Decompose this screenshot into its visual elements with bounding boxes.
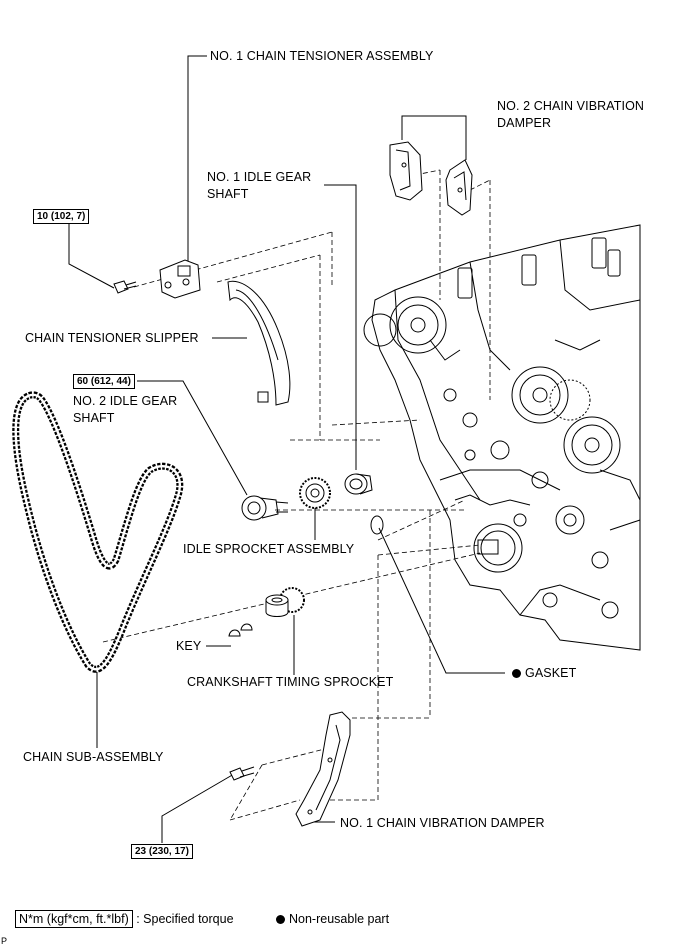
legend-specified-torque: N*m (kgf*cm, ft.*lbf) : Specified torque: [15, 910, 234, 928]
label-no2-idle-gear-shaft-line2: SHAFT: [73, 411, 115, 425]
label-no1-idle-gear-shaft-line2: SHAFT: [207, 187, 249, 201]
label-key: KEY: [176, 639, 202, 653]
label-idle-sprocket-assembly: IDLE SPROCKET ASSEMBLY: [183, 542, 355, 556]
damper-bolt-part: [229, 766, 255, 781]
torque-spec-tensioner: 10 (102, 7): [33, 209, 90, 224]
label-crankshaft-timing-sprocket: CRANKSHAFT TIMING SPROCKET: [187, 675, 394, 689]
label-gasket-text: GASKET: [525, 666, 577, 680]
chain-tensioner-slipper-part: [227, 280, 291, 406]
crankshaft-sprocket-part: [265, 587, 305, 617]
label-no2-chain-vibration-damper-line1: NO. 2 CHAIN VIBRATION: [497, 99, 645, 113]
torque-spec-idle-shaft: 60 (612, 44): [73, 374, 135, 389]
label-chain-sub-assembly: CHAIN SUB-ASSEMBLY: [23, 750, 164, 764]
no1-idle-gear-shaft-part: [344, 473, 373, 495]
leader-lines: [68, 55, 505, 843]
alignment-lines: [102, 169, 491, 821]
chain-tensioner-part: [159, 259, 201, 299]
non-reusable-bullet-icon: [512, 669, 521, 678]
tensioner-bolt-part: [113, 280, 137, 294]
label-no2-idle-gear-shaft-line1: NO. 2 IDLE GEAR: [73, 394, 178, 408]
label-chain-tensioner-assembly: NO. 1 CHAIN TENSIONER ASSEMBLY: [210, 49, 434, 63]
legend-non-reusable-text: Non-reusable part: [289, 912, 390, 926]
corner-mark: P: [1, 936, 8, 946]
no2-idle-gear-shaft-part: [241, 495, 289, 521]
idle-sprocket-part: [299, 477, 331, 509]
label-chain-tensioner-slipper: CHAIN TENSIONER SLIPPER: [25, 331, 199, 345]
no1-vibration-damper-part: [295, 711, 351, 827]
key-parts: [228, 623, 253, 637]
no2-vibration-damper-part: [389, 141, 473, 216]
timing-chain-part: [12, 391, 184, 673]
label-gasket: GASKET: [512, 666, 576, 681]
label-no1-idle-gear-shaft-line1: NO. 1 IDLE GEAR: [207, 170, 312, 184]
legend-torque-text: : Specified torque: [136, 912, 234, 926]
legend-non-reusable: Non-reusable part: [276, 911, 389, 927]
non-reusable-legend-bullet-icon: [276, 915, 285, 924]
torque-spec-damper: 23 (230, 17): [131, 844, 193, 859]
label-no2-chain-vibration-damper-line2: DAMPER: [497, 116, 552, 130]
label-no1-chain-vibration-damper: NO. 1 CHAIN VIBRATION DAMPER: [340, 816, 545, 830]
gasket-part: [370, 515, 384, 535]
engine-block: [363, 224, 641, 651]
legend-torque-box: N*m (kgf*cm, ft.*lbf): [15, 910, 133, 928]
